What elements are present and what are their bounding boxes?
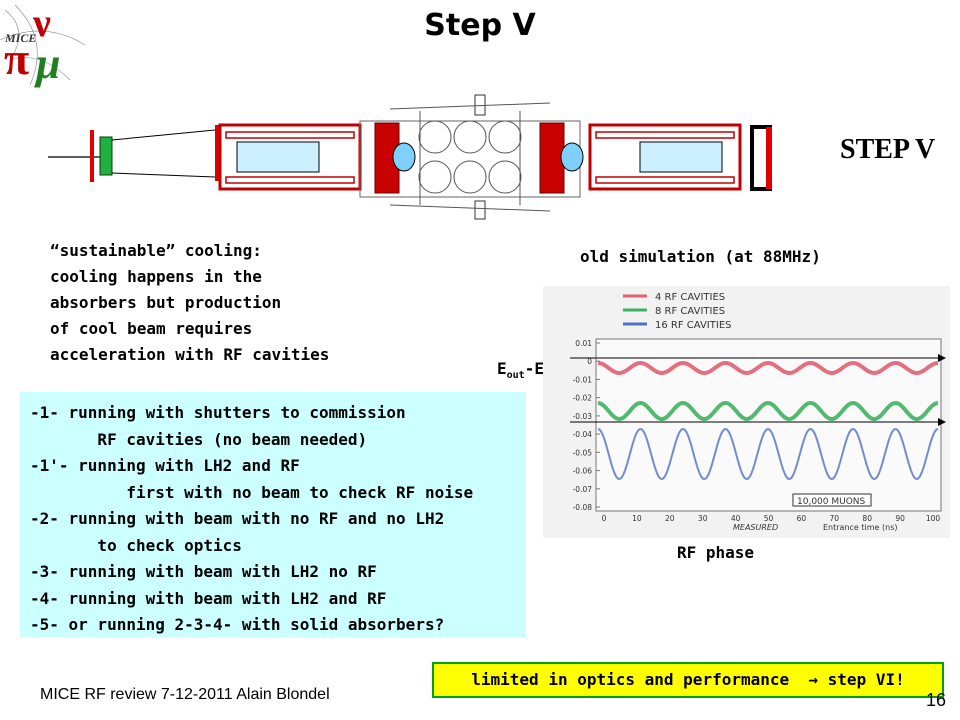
x-tick-label: 70 bbox=[830, 514, 840, 523]
y-tick-label: -0.03 bbox=[573, 412, 593, 421]
note-line: acceleration with RF cavities bbox=[50, 345, 330, 364]
x-tick-label: 10 bbox=[632, 514, 642, 523]
y-tick-label: -0.02 bbox=[573, 394, 593, 403]
procedure-step: -2- running with beam with no RF and no … bbox=[30, 509, 445, 528]
page-title: Step V bbox=[424, 8, 536, 43]
x-tick-label: 60 bbox=[797, 514, 807, 523]
note-line: cooling happens in the bbox=[50, 267, 262, 286]
page-number: 16 bbox=[926, 690, 947, 710]
x-tick-label: 80 bbox=[862, 514, 872, 523]
note-line: of cool beam requires bbox=[50, 319, 253, 338]
y-tick-label: 0.01 bbox=[575, 339, 592, 348]
y-tick-label: -0.08 bbox=[573, 503, 593, 512]
procedure-list: -1- running with shutters to commission … bbox=[20, 392, 526, 637]
x-tick-label: 30 bbox=[698, 514, 708, 523]
cooling-cell bbox=[359, 94, 584, 220]
plot-arrows bbox=[570, 354, 946, 426]
x-tick-label: 0 bbox=[602, 514, 607, 523]
curve-2 bbox=[597, 427, 939, 481]
procedure-step: -5- or running 2-3-4- with solid absorbe… bbox=[30, 615, 445, 634]
procedure-step: -3- running with beam with LH2 no RF bbox=[30, 562, 377, 581]
y-tick-label: 0 bbox=[587, 357, 592, 366]
legend-label: 16 RF CAVITIES bbox=[655, 320, 731, 331]
measured-text: MEASURED bbox=[733, 523, 778, 532]
upstream-spectrometer bbox=[218, 123, 362, 191]
svg-text:ν: ν bbox=[32, 0, 51, 45]
legend-label: 8 RF CAVITIES bbox=[655, 306, 725, 317]
y-tick-label: -0.04 bbox=[573, 430, 593, 439]
muons-annotation: 10,000 MUONS bbox=[797, 497, 866, 507]
x-tick-label: 90 bbox=[895, 514, 905, 523]
beamline-diagram bbox=[48, 94, 772, 220]
detector-green bbox=[99, 136, 113, 176]
simulation-title: old simulation (at 88MHz) bbox=[580, 247, 821, 266]
x-tick-label: 100 bbox=[926, 514, 941, 523]
procedure-step: -4- running with beam with LH2 and RF bbox=[30, 588, 387, 608]
procedure-step: to check optics bbox=[30, 535, 242, 555]
y-tick-label: -0.07 bbox=[573, 485, 593, 494]
note-line: “sustainable” cooling: bbox=[50, 241, 262, 260]
footer: MICE RF review 7-12-2011 Alain Blondel bbox=[40, 686, 330, 703]
x-tick-label: 40 bbox=[731, 514, 741, 523]
conclusion-box: limited in optics and performance → step… bbox=[432, 662, 944, 698]
y-tick-label: -0.06 bbox=[573, 467, 593, 476]
svg-text:μ: μ bbox=[34, 39, 60, 88]
x-axis-label: RF phase bbox=[677, 543, 755, 562]
simulation-plot: 4 RF CAVITIES 8 RF CAVITIES 16 RF CAVITIES… bbox=[543, 286, 950, 538]
step-label: STEP V bbox=[840, 134, 936, 165]
curve-0 bbox=[597, 360, 939, 375]
x-axis-text: Entrance time (ns) bbox=[823, 523, 897, 532]
procedure-step: RF cavities (no beam needed) bbox=[30, 429, 368, 449]
note-line: absorbers but production bbox=[50, 293, 282, 312]
y-tick-label: -0.01 bbox=[573, 375, 593, 384]
y-tick-label: -0.05 bbox=[573, 448, 593, 457]
downstream-spectrometer bbox=[588, 123, 742, 191]
x-tick-label: 50 bbox=[764, 514, 774, 523]
svg-text:π: π bbox=[4, 33, 29, 84]
cooling-note: “sustainable” cooling: cooling happens i… bbox=[50, 238, 329, 368]
x-tick-label: 20 bbox=[665, 514, 675, 523]
procedure-step: -1'- running with LH2 and RF bbox=[30, 456, 300, 475]
upstream-shutter bbox=[90, 130, 94, 182]
logo-text: MICE bbox=[4, 31, 36, 45]
legend-label: 4 RF CAVITIES bbox=[655, 292, 725, 303]
curve-1 bbox=[597, 400, 939, 421]
procedure-step: first with no beam to check RF noise bbox=[30, 482, 474, 502]
mice-logo: MICE π ν μ bbox=[0, 0, 86, 88]
procedure-step: -1- running with shutters to commission bbox=[30, 403, 406, 422]
